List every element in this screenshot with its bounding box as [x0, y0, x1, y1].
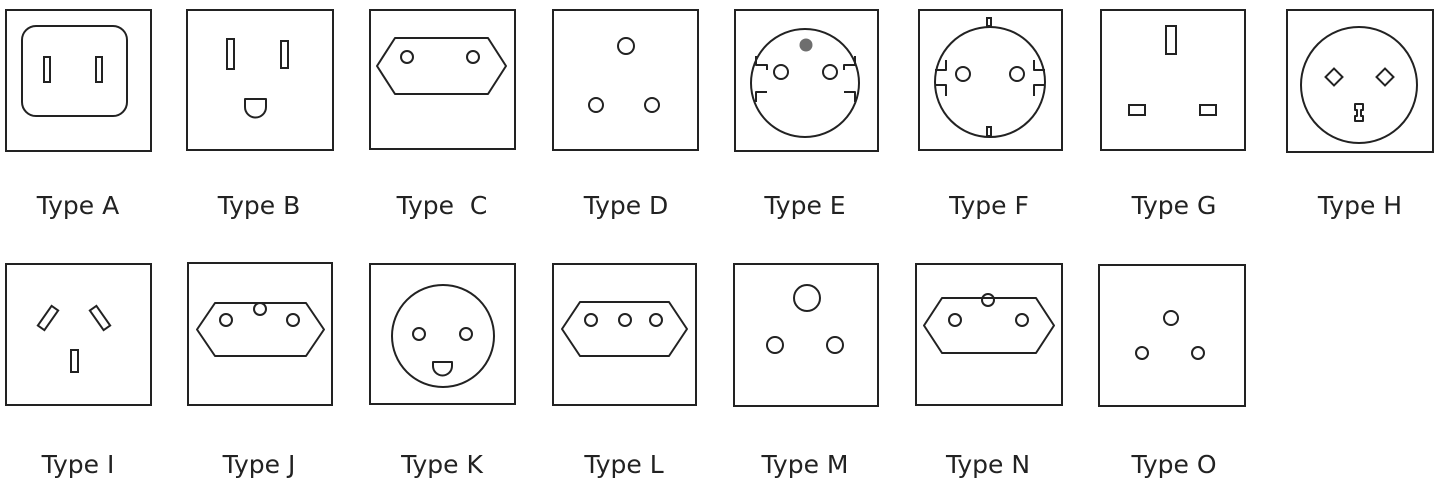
label-type-n: Type N: [945, 450, 1031, 479]
socket-type-e-icon: [734, 9, 879, 152]
label-type-g: Type G: [1131, 191, 1217, 220]
label-type-c: Type C: [396, 191, 488, 220]
socket-type-h-icon: [1286, 9, 1434, 153]
label-type-k: Type K: [401, 450, 483, 479]
label-type-l: Type L: [584, 450, 664, 479]
socket-type-i-icon: [5, 263, 152, 406]
label-type-a: Type A: [36, 191, 120, 220]
label-type-j: Type J: [222, 450, 296, 479]
label-type-e: Type E: [764, 191, 846, 220]
socket-type-f-icon: [918, 9, 1063, 151]
label-type-i: Type I: [41, 450, 115, 479]
socket-type-o-icon: [1098, 264, 1246, 407]
label-type-m: Type M: [761, 450, 849, 479]
socket-type-m-icon: [733, 263, 879, 407]
socket-type-b-icon: [186, 9, 334, 151]
socket-type-l-icon: [552, 263, 697, 406]
socket-type-c-icon: [369, 9, 516, 150]
socket-type-d-icon: [552, 9, 699, 151]
label-type-d: Type D: [583, 191, 669, 220]
socket-type-g-icon: [1100, 9, 1246, 151]
socket-type-k-icon: [369, 263, 516, 405]
label-type-b: Type B: [217, 191, 301, 220]
label-type-o: Type O: [1131, 450, 1217, 479]
socket-type-n-icon: [915, 263, 1063, 406]
label-type-f: Type F: [949, 191, 1029, 220]
socket-type-j-icon: [187, 262, 333, 406]
socket-type-a-icon: [5, 9, 152, 152]
label-type-h: Type H: [1317, 191, 1403, 220]
